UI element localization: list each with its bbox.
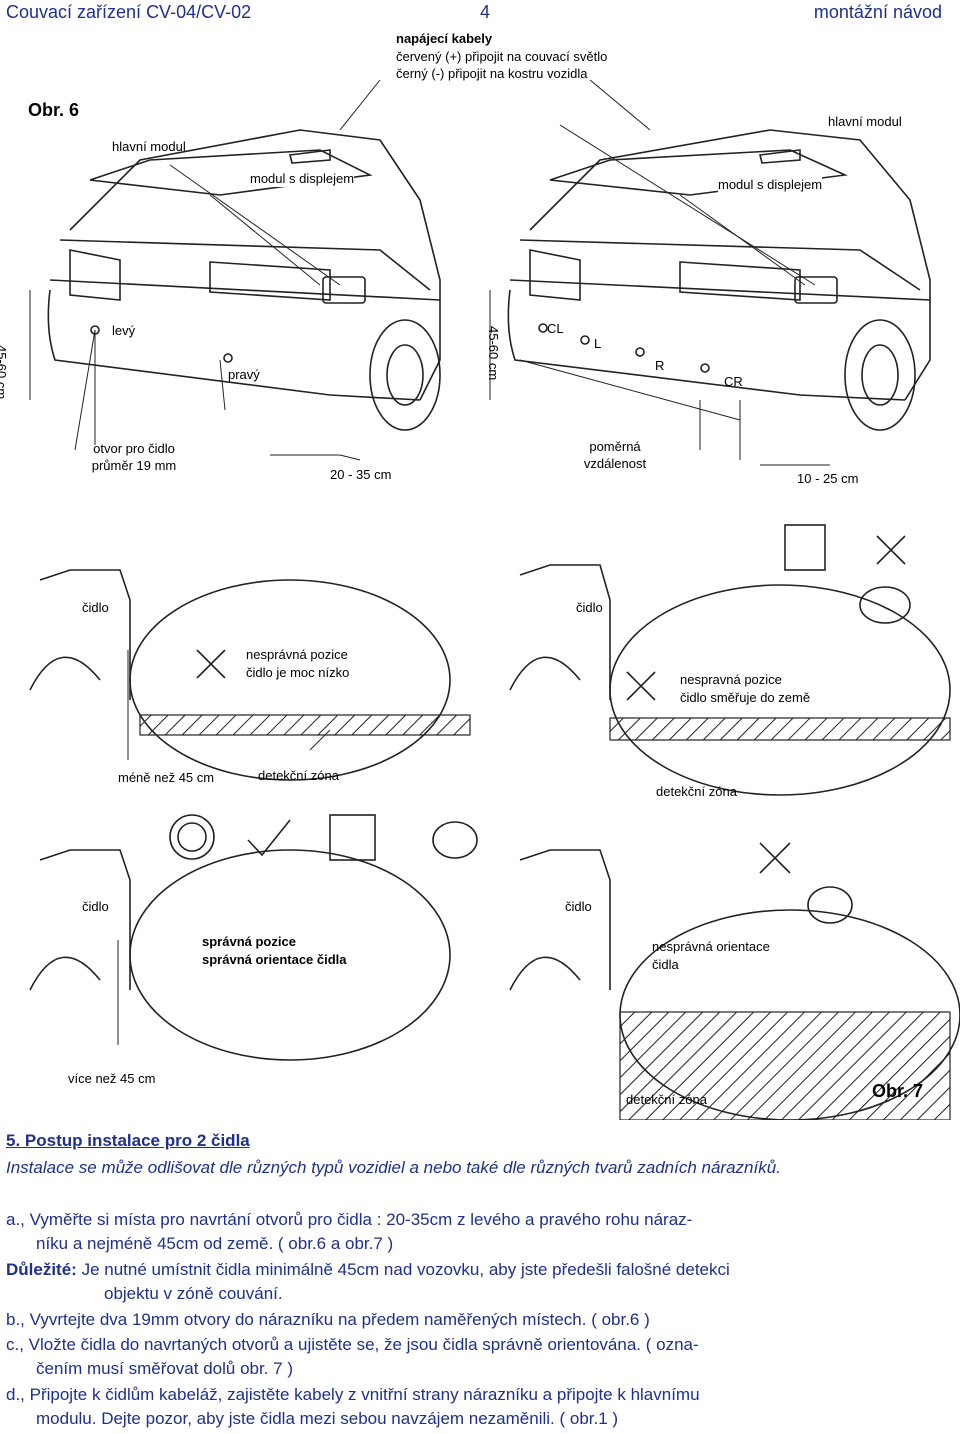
figure-6-drawing: [29, 79, 931, 466]
panel-2-zone-label: detekční zóna: [656, 784, 737, 799]
sensor-r-label: R: [655, 358, 665, 373]
figure-7-label: Obr. 7: [872, 1081, 924, 1101]
left-height-label: 45-60 cm: [0, 345, 9, 400]
panel-2-sensor-label: čidlo: [576, 600, 603, 615]
figure-7-drawing: [29, 524, 960, 1120]
panel-1-sensor-label: čidlo: [82, 600, 109, 615]
panel-1-height-label: méně než 45 cm: [118, 770, 215, 785]
sensor-spacing-label: 20 - 35 cm: [330, 467, 392, 482]
panel-2-title-line1: nespravná pozice: [680, 672, 782, 687]
panel-1-title-line2: čidlo je moc nízko: [246, 665, 350, 680]
step-d-line1: d., Připojte k čidlům kabeláž, zajistěte…: [6, 1385, 700, 1404]
step-b: b., Vyvrtejte dva 19mm otvory do nárazní…: [6, 1310, 650, 1329]
right-display-module-label: modul s displejem: [718, 176, 823, 193]
left-main-module-label: hlavní modul: [112, 139, 186, 154]
corner-distance-label: 10 - 25 cm: [797, 471, 859, 486]
important-label: Důležité:: [6, 1260, 77, 1279]
step-c-line1: c., Vložte čidla do navrtaných otvorů a …: [6, 1335, 699, 1354]
left-car-drawing: [29, 129, 441, 461]
important-text: Je nutné umístnit čidla minimálně 45cm n…: [76, 1260, 730, 1279]
section-title: 5. Postup instalace pro 2 čidla: [6, 1131, 250, 1150]
right-main-module-label: hlavní modul: [828, 114, 902, 129]
sensor-l-label: L: [594, 336, 602, 351]
panel-3-height-label: více než 45 cm: [68, 1071, 156, 1086]
power-cable-black: černý (-) připojit na kostru vozidla: [396, 66, 588, 81]
panel-1-drawing: [29, 569, 471, 781]
power-cables-title: napájecí kabely: [396, 31, 493, 46]
sensor-cr-label: CR: [724, 374, 743, 389]
hole-label-line2: průměr 19 mm: [91, 458, 177, 473]
panel-1-title-line1: nesprávná pozice: [246, 647, 348, 662]
panel-4-title-line1: nesprávná orientace: [652, 939, 770, 954]
panel-4-drawing: [509, 842, 960, 1120]
left-display-module-label: modul s displejem: [250, 170, 355, 187]
panel-3-drawing: [29, 814, 478, 1061]
panel-1-zone-label: detekční zóna: [258, 768, 339, 783]
important-line2: objektu v zóně couvání.: [104, 1284, 283, 1303]
page-number: 4: [480, 2, 491, 22]
step-d-line2: modulu. Dejte pozor, aby jste čidla mezi…: [36, 1409, 619, 1428]
sensor-left-label: levý: [112, 323, 136, 338]
panel-3-sensor-label: čidlo: [82, 899, 109, 914]
figure-6-label: Obr. 6: [28, 100, 80, 120]
panel-3-title-line1: správná pozice: [202, 934, 296, 949]
step-a-line1: a., Vyměřte si místa pro navrtání otvorů…: [6, 1210, 693, 1229]
panel-4-sensor-label: čidlo: [565, 899, 592, 914]
panel-2-title-line2: čidlo směřuje do země: [680, 690, 811, 705]
step-a-line2: níku a nejméně 45cm od země. ( obr.6 a o…: [36, 1234, 394, 1253]
panel-4-zone-label: detekční zóna: [626, 1092, 707, 1107]
step-c-line2: čením musí směřovat dolů obr. 7 ): [36, 1359, 293, 1378]
relative-spacing-line1: poměrná: [589, 439, 641, 454]
power-cable-red: červený (+) připojit na couvací světlo: [396, 49, 608, 64]
document-title: Couvací zařízení CV-04/CV-02: [6, 2, 252, 22]
sensor-cl-label: CL: [547, 321, 564, 336]
panel-2-drawing: [509, 524, 951, 796]
right-height-label: 45-60 cm: [486, 326, 501, 381]
panel-3-title-line2: správná orientace čidla: [202, 952, 347, 967]
relative-spacing-line2: vzdálenost: [583, 456, 647, 471]
sensor-right-label: pravý: [228, 367, 260, 382]
section-intro: Instalace se může odlišovat dle různých …: [6, 1158, 781, 1177]
hole-label-line1: otvor pro čidlo: [93, 441, 175, 456]
right-car-drawing: [339, 79, 931, 466]
panel-4-title-line2: čidla: [652, 957, 679, 972]
important-line1: Důležité: Je nutné umístnit čidla minimá…: [6, 1258, 730, 1282]
document-type: montážní návod: [813, 2, 942, 22]
